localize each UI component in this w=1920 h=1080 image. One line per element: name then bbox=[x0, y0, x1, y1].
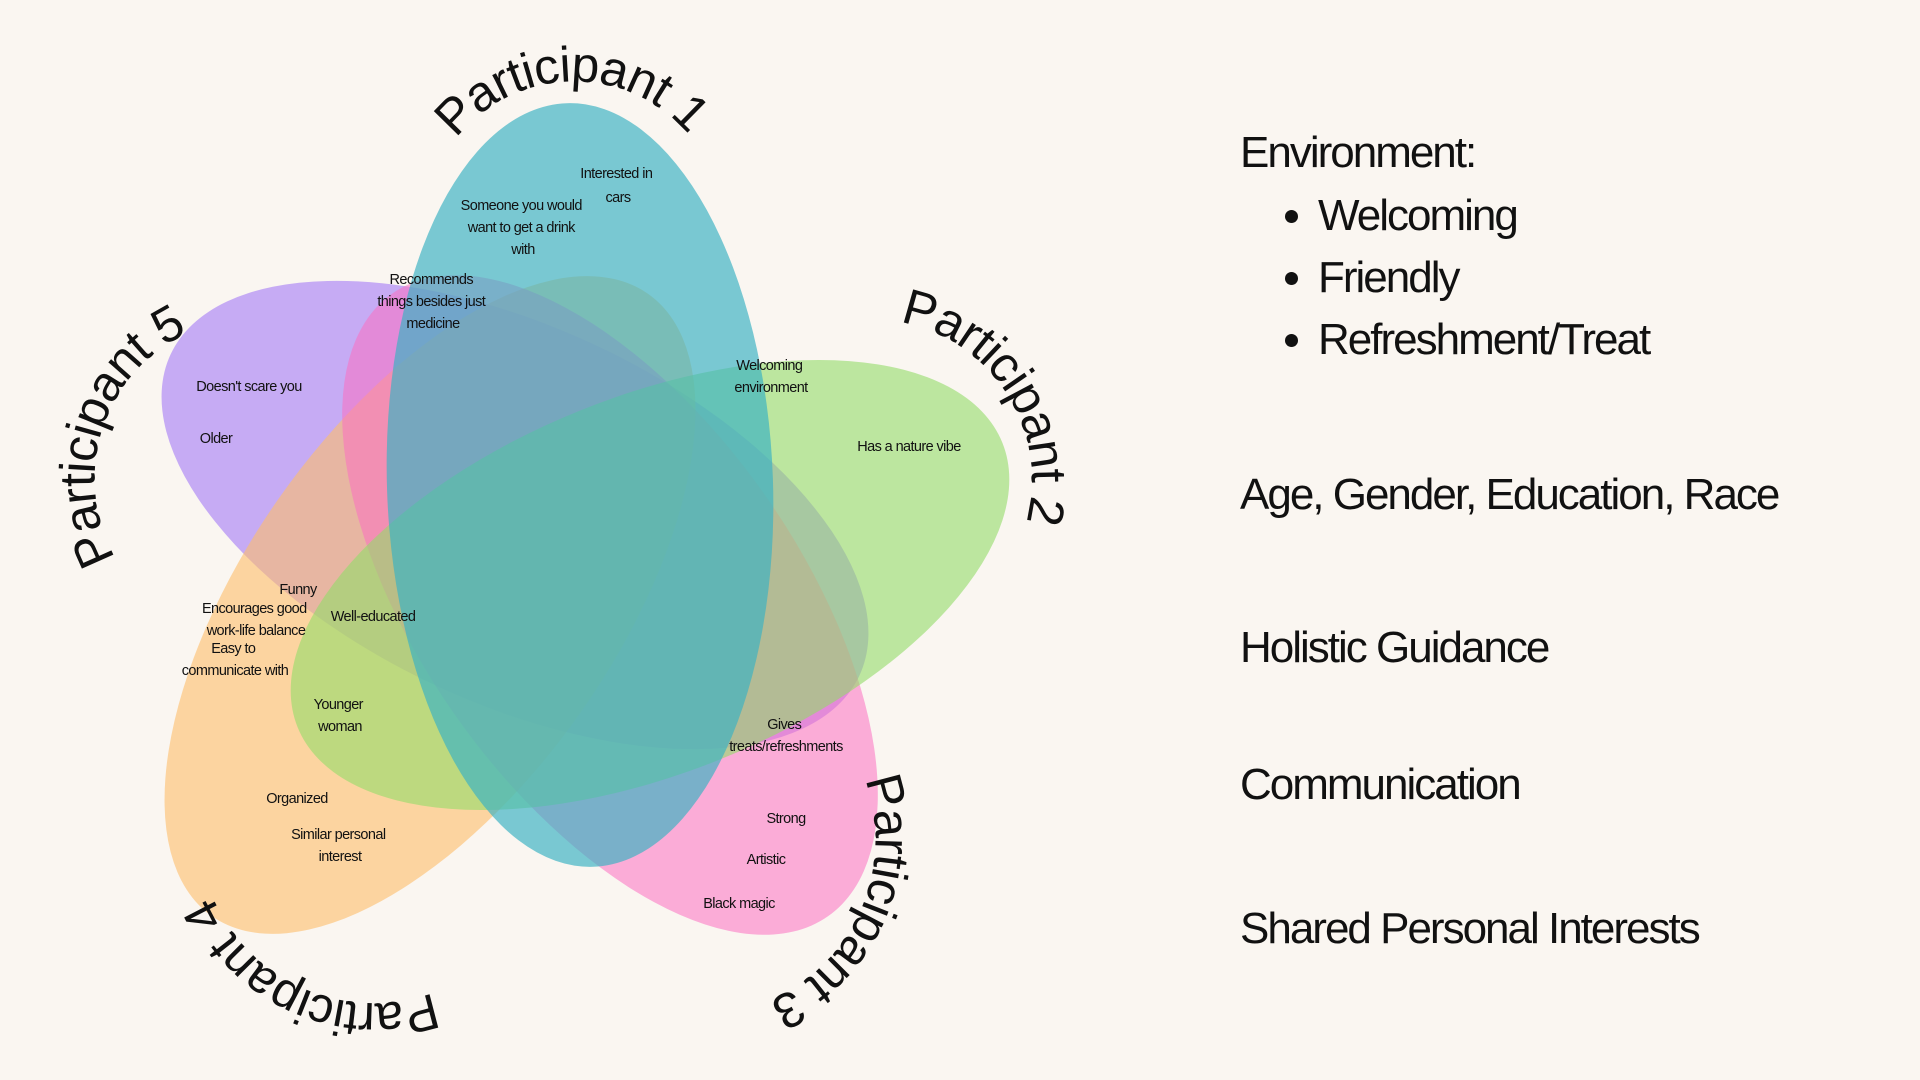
note-interested-cars: Interested in cars bbox=[580, 166, 655, 206]
theme-environment: Environment: Welcoming Friendly Refreshm… bbox=[1240, 128, 1651, 371]
note-well-educated: Well-educated bbox=[331, 609, 416, 625]
note-organized: Organized bbox=[266, 791, 328, 807]
note-gives-treats: Gives treats/refreshments bbox=[729, 717, 843, 755]
note-younger-woman: Younger woman bbox=[314, 697, 367, 735]
note-drink-with: Someone you would want to get a drink wi… bbox=[461, 198, 586, 258]
note-easy-to-communicate: Easy to communicate with bbox=[182, 641, 289, 679]
theme-environment-item: Refreshment/Treat bbox=[1318, 309, 1651, 371]
note-nature-vibe: Has a nature vibe bbox=[857, 439, 961, 455]
note-funny: Funny bbox=[279, 582, 318, 598]
venn-diagram: Participant 1 Participant 2 Participant … bbox=[50, 36, 1078, 1048]
theme-environment-list: Welcoming Friendly Refreshment/Treat bbox=[1240, 185, 1651, 371]
theme-environment-item: Welcoming bbox=[1318, 185, 1649, 247]
theme-environment-heading: Environment: bbox=[1240, 128, 1477, 177]
theme-holistic-guidance: Holistic Guidance bbox=[1240, 623, 1550, 672]
petal-participant-1 bbox=[386, 103, 774, 867]
note-recommends: Recommends things besides just medicine bbox=[377, 272, 488, 332]
note-artistic: Artistic bbox=[747, 852, 786, 868]
note-welcoming-environment: Welcoming environment bbox=[734, 358, 808, 396]
note-older: Older bbox=[200, 431, 233, 447]
note-strong: Strong bbox=[766, 811, 806, 827]
theme-shared-interests: Shared Personal Interests bbox=[1240, 904, 1701, 953]
note-black-magic: Black magic bbox=[703, 896, 775, 912]
note-doesnt-scare: Doesn't scare you bbox=[196, 379, 302, 395]
theme-demographics: Age, Gender, Education, Race bbox=[1240, 470, 1780, 519]
note-similar-interest: Similar personal interest bbox=[291, 827, 389, 865]
theme-environment-item: Friendly bbox=[1318, 247, 1649, 309]
note-work-life-balance: Encourages good work-life balance bbox=[202, 601, 310, 639]
theme-communication: Communication bbox=[1240, 760, 1522, 809]
